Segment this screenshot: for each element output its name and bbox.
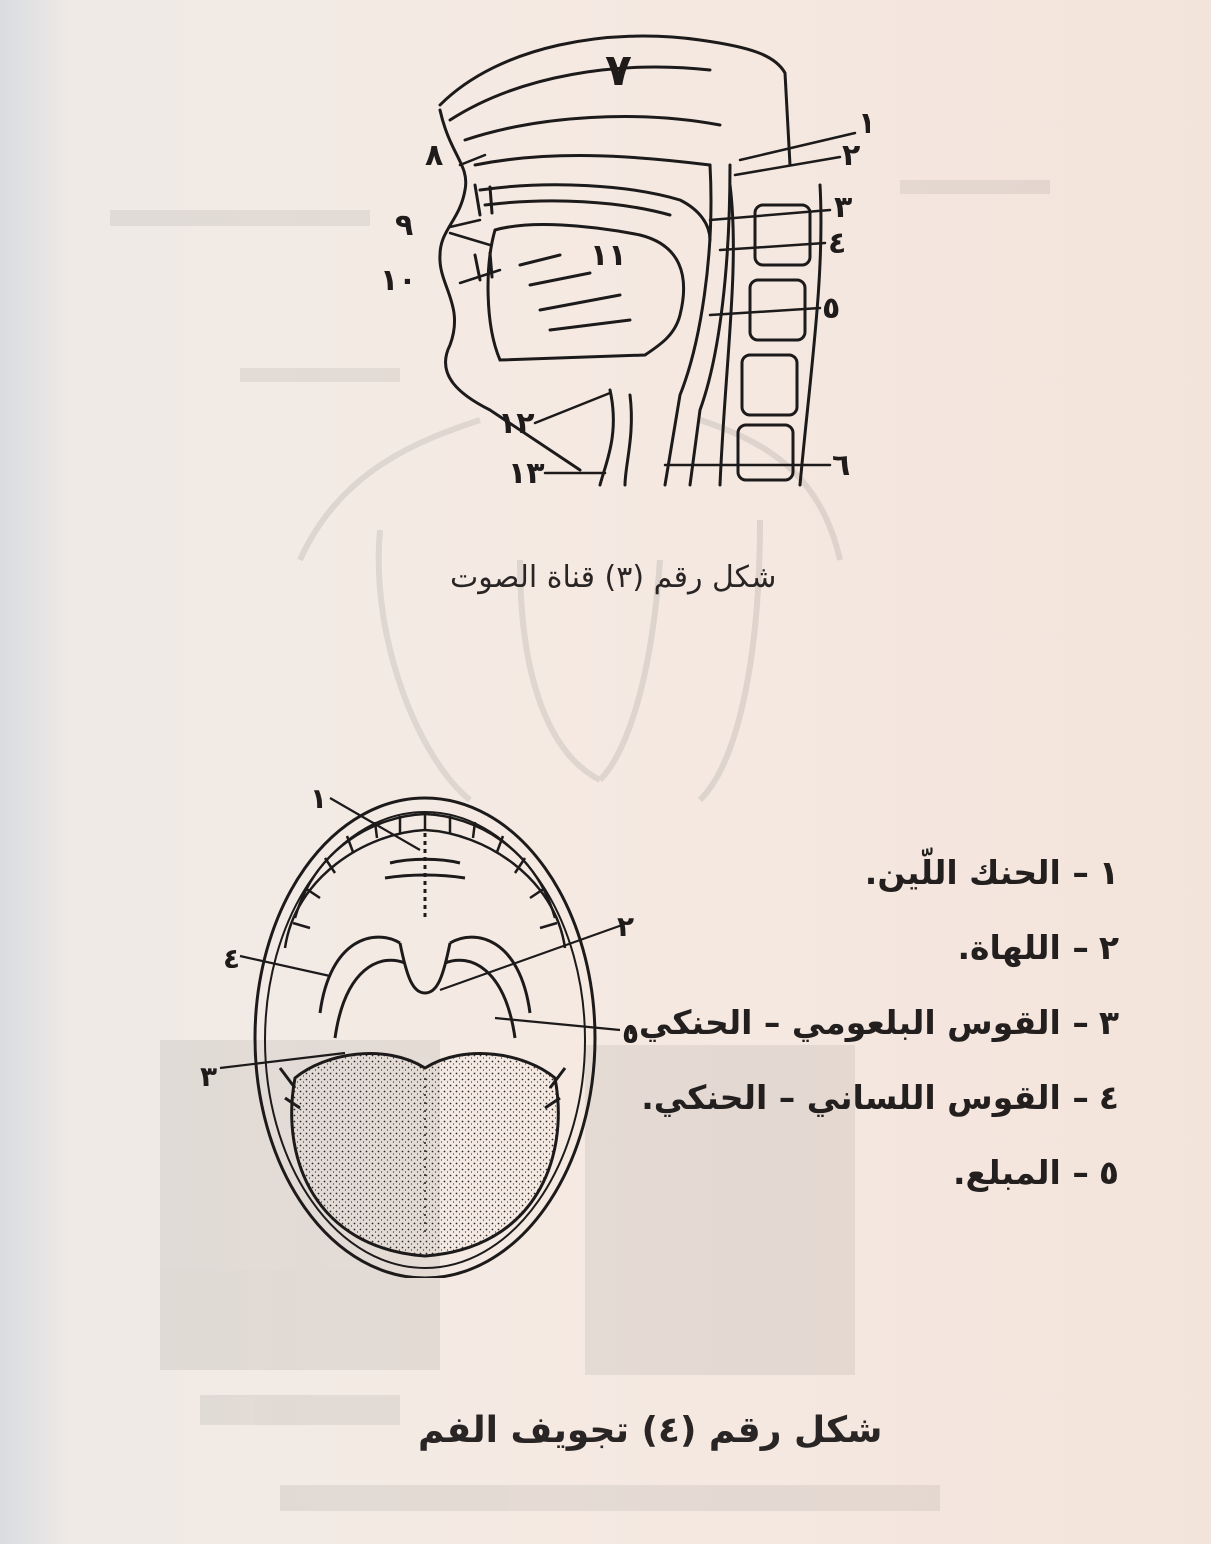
fig3-label-7: ٧	[605, 45, 632, 96]
fig3-label-13: ١٣	[508, 456, 545, 491]
legend-item: ٣– القوس البلعومي – الحنكي.	[699, 998, 1119, 1073]
figure-3-caption: شكل رقم (٣) قناة الصوت	[450, 560, 776, 595]
legend-text: – اللهاة.	[957, 928, 1088, 967]
oral-cavity-diagram: ١ ٢ ٣ ٤ ٥	[185, 778, 655, 1278]
legend-text: – الحنك اللّين.	[865, 853, 1089, 892]
fig3-label-11: ١١	[590, 238, 627, 273]
legend-number: ٣	[1099, 998, 1119, 1048]
fig3-label-8: ٨	[425, 138, 443, 173]
fig3-label-9: ٩	[395, 208, 413, 243]
fig4-label-3: ٣	[200, 1060, 217, 1093]
legend-number: ١	[1099, 848, 1119, 898]
fig3-label-3: ٣	[834, 190, 852, 225]
legend-number: ٢	[1099, 923, 1119, 973]
fig3-label-12: ١٢	[498, 406, 535, 441]
tongue-outline	[488, 225, 684, 360]
palate-outline	[480, 185, 710, 240]
fig3-label-10: ١٠	[380, 263, 417, 298]
fig3-label-1: ١	[858, 106, 870, 141]
legend-item: ١ – الحنك اللّين.	[699, 848, 1119, 923]
fig4-label-4: ٤	[223, 942, 240, 975]
pharynx-outline	[665, 165, 711, 485]
vocal-tract-diagram: ١ ٢ ٣ ٤ ٥ ٦ ٧ ٨ ٩ ١٠ ١١ ١٢ ١٣	[380, 15, 870, 500]
fig3-label-2: ٢	[842, 138, 860, 173]
fig4-label-1: ١	[310, 782, 327, 815]
legend-text: – المبلع.	[953, 1153, 1089, 1192]
spine-vertebrae	[720, 185, 821, 485]
fig4-label-2: ٢	[617, 910, 634, 943]
legend-item: ٤– القوس اللساني – الحنكي.	[699, 1073, 1119, 1148]
fig3-label-4: ٤	[828, 226, 846, 261]
legend-text: – القوس اللساني – الحنكي.	[641, 1078, 1089, 1117]
legend-text: – القوس البلعومي – الحنكي.	[626, 1003, 1088, 1042]
fig3-label-6: ٦	[832, 448, 850, 483]
palatoglossal-arch	[320, 937, 530, 1013]
figure-4-caption: شكل رقم (٤) تجويف الفم	[418, 1410, 882, 1451]
fig3-label-5: ٥	[822, 291, 840, 326]
legend-item: ٥ – المبلع.	[699, 1148, 1119, 1223]
legend-number: ٤	[1099, 1073, 1119, 1123]
uvula	[400, 943, 450, 993]
legend-number: ٥	[1099, 1148, 1119, 1198]
legend-item: ٢ – اللهاة.	[699, 923, 1119, 998]
figure-4-legend: ١ – الحنك اللّين. ٢ – اللهاة. ٣– القوس الب…	[699, 848, 1119, 1223]
